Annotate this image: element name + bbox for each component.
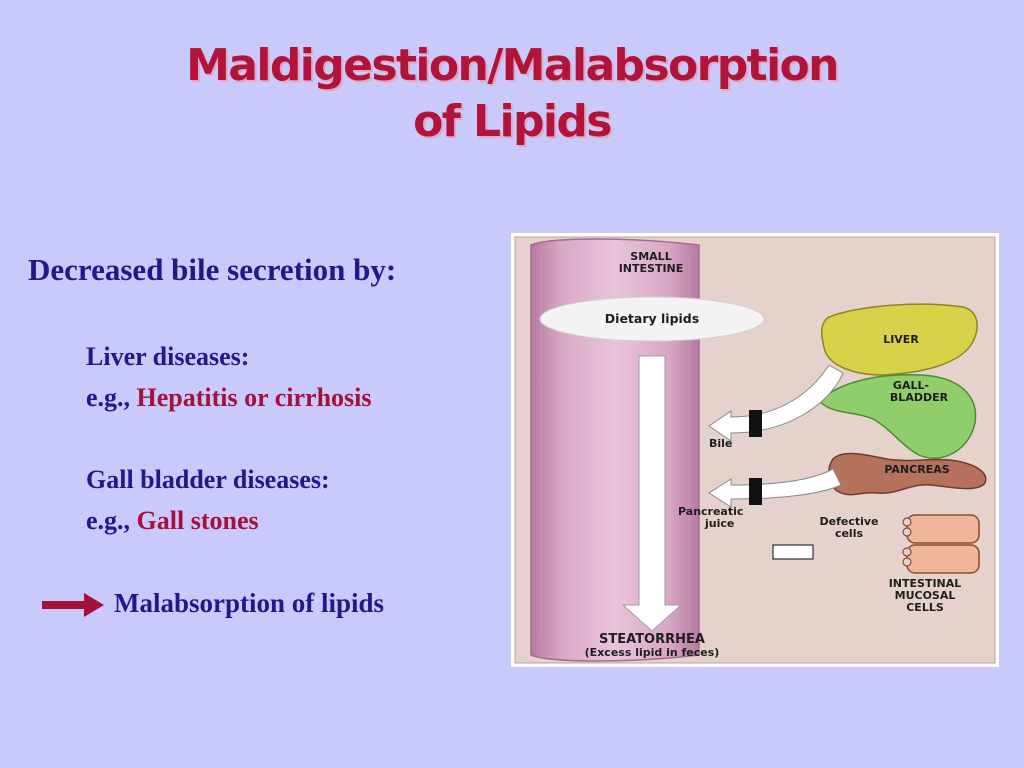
defective-cells-box	[772, 544, 814, 560]
liver-eg-value: Hepatitis or cirrhosis	[136, 383, 372, 412]
defective-cells-label-1: Defective	[819, 515, 878, 528]
title-line-2: of Lipids	[413, 96, 612, 147]
title-line-1: Maldigestion/Malabsorption	[186, 40, 839, 91]
pancreatic-block-bar	[749, 478, 762, 505]
liver-example: e.g., Hepatitis or cirrhosis	[86, 383, 372, 413]
intestinal-mucosal-cells	[902, 514, 980, 574]
right-arrow-icon	[42, 593, 104, 617]
dietary-lipids-label: Dietary lipids	[605, 311, 699, 326]
lipid-malabsorption-figure: SMALL INTESTINE Dietary lipids LIVER GAL…	[511, 233, 999, 667]
pancreas-shape	[828, 452, 987, 496]
intestinal-cells-label-3: CELLS	[906, 601, 944, 614]
intestinal-cells-label-1: INTESTINAL	[889, 577, 962, 590]
small-intestine-label-1: SMALL	[630, 250, 671, 263]
gall-example: e.g., Gall stones	[86, 506, 259, 536]
gall-eg-value: Gall stones	[136, 506, 259, 535]
bile-secretion-heading: Decreased bile secretion by:	[28, 252, 397, 287]
bile-block-bar	[749, 410, 762, 437]
down-arrow-icon	[621, 355, 683, 632]
small-intestine-label-2: INTESTINE	[619, 262, 684, 275]
intestinal-cells-label-2: MUCOSAL	[895, 589, 956, 602]
gall-bladder-diseases-label: Gall bladder diseases:	[86, 465, 330, 494]
liver-eg-label: e.g.,	[86, 383, 131, 412]
pancreatic-juice-arrow-icon	[708, 468, 842, 508]
gall-eg-label: e.g.,	[86, 506, 131, 535]
liver-shape	[821, 303, 978, 376]
gallbladder-label-2: BLADDER	[890, 391, 949, 404]
dietary-lipids-oval	[539, 296, 765, 342]
slide-title: Maldigestion/Malabsorption of Lipids	[0, 38, 1024, 150]
defective-cells-label-2: cells	[835, 527, 864, 540]
steatorrhea-label: STEATORRHEA	[599, 632, 705, 647]
pancreatic-juice-label-2: juice	[704, 517, 734, 530]
bile-label: Bile	[709, 437, 732, 450]
gallbladder-shape	[817, 373, 977, 459]
pancreatic-juice-label-1: Pancreatic	[678, 505, 743, 518]
bile-arrow-icon	[708, 364, 844, 442]
liver-label: LIVER	[883, 333, 919, 346]
steatorrhea-sublabel: (Excess lipid in feces)	[585, 646, 720, 659]
figure-diagram: SMALL INTESTINE Dietary lipids LIVER GAL…	[514, 236, 996, 664]
conclusion-text: Malabsorption of lipids	[114, 588, 385, 618]
gallbladder-label-1: GALL-	[893, 379, 929, 392]
liver-diseases-label: Liver diseases:	[86, 342, 250, 371]
pancreas-label: PANCREAS	[884, 463, 949, 476]
